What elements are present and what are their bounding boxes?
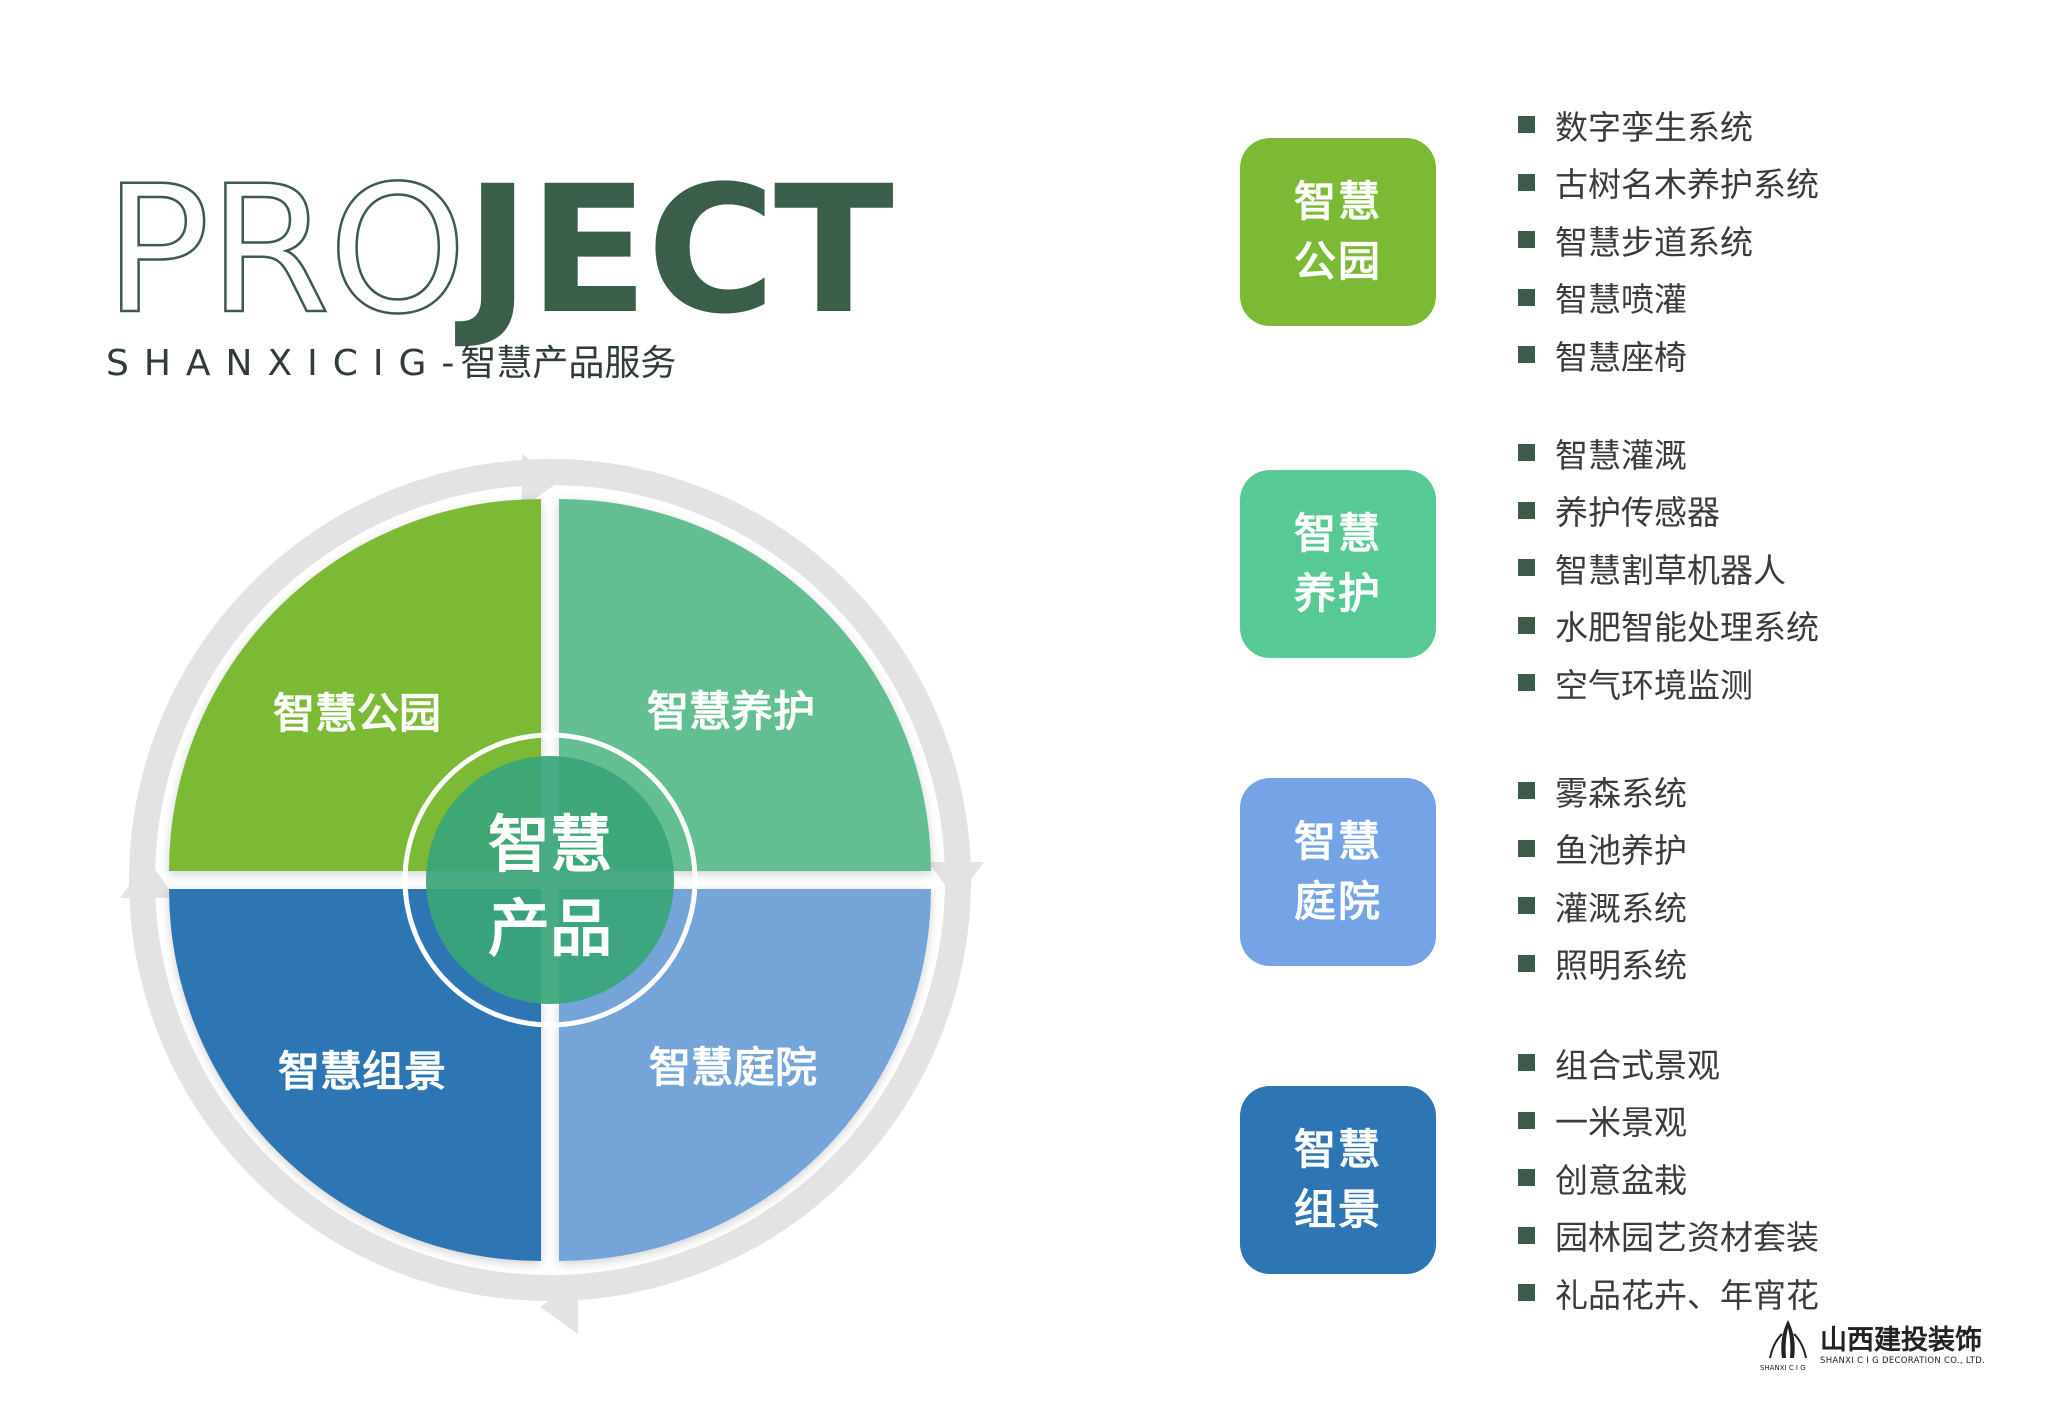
category-badge-smart-park: 智慧 公园: [1240, 138, 1436, 326]
company-logo: SHANXI C I G 山西建投装饰 SHANXI C I G DECORAT…: [1760, 1318, 1985, 1374]
logo-mark-text: SHANXI C I G: [1760, 1364, 1806, 1372]
list-item-label: 古树名木养护系统: [1555, 165, 1819, 205]
bullet-square-icon: [1518, 288, 1535, 306]
title-outline-part: PRO: [103, 148, 468, 353]
list-item-label: 组合式景观: [1555, 1045, 1720, 1085]
bullet-square-icon: [1518, 674, 1535, 692]
category-badge-smart-care: 智慧 养护: [1240, 470, 1436, 658]
list-item: 空气环境监测: [1518, 654, 1819, 712]
center-label-line1: 智慧: [488, 808, 612, 881]
list-item-label: 水肥智能处理系统: [1555, 608, 1819, 648]
list-item: 古树名木养护系统: [1518, 154, 1819, 212]
center-outer-ring: [402, 732, 698, 1028]
bullet-square-icon: [1518, 501, 1535, 519]
list-item: 一米景观: [1518, 1092, 1819, 1150]
bullet-square-icon: [1518, 954, 1535, 972]
subtitle-separator: -: [441, 343, 455, 384]
list-item: 智慧喷灌: [1518, 269, 1819, 327]
list-item-label: 智慧割草机器人: [1555, 550, 1786, 590]
ring-arrow-right: [928, 862, 984, 900]
list-item: 雾森系统: [1518, 762, 1687, 820]
project-title: PROJECT: [103, 161, 894, 340]
list-item: 水肥智能处理系统: [1518, 597, 1819, 655]
badge-line2: 组景: [1293, 1185, 1382, 1234]
list-item: 智慧灌溉: [1518, 424, 1819, 482]
badge-line1: 智慧: [1293, 509, 1382, 558]
badge-line1: 智慧: [1293, 817, 1382, 866]
bullet-square-icon: [1518, 782, 1535, 800]
logo-company-english: SHANXI C I G DECORATION CO., LTD.: [1820, 1356, 1986, 1366]
subtitle-chinese: 智慧产品服务: [460, 343, 677, 384]
bullet-square-icon: [1518, 897, 1535, 915]
list-item-label: 智慧灌溉: [1555, 435, 1687, 475]
logo-mark-icon: [1769, 1320, 1807, 1359]
quadrant-label-smart-care: 智慧养护: [647, 687, 815, 736]
list-item-label: 智慧喷灌: [1555, 280, 1687, 320]
ring-arrow-left: [120, 860, 176, 898]
bullet-square-icon: [1518, 616, 1535, 634]
list-item: 创意盆栽: [1518, 1149, 1819, 1207]
item-list-smart-combo: 组合式景观 一米景观 创意盆栽 园林园艺资材套装 礼品花卉、年宵花: [1518, 1034, 1819, 1322]
list-item: 养护传感器: [1518, 482, 1819, 540]
list-item-label: 灌溉系统: [1555, 888, 1687, 928]
badge-line2: 养护: [1293, 569, 1382, 618]
list-item-label: 照明系统: [1555, 946, 1687, 986]
list-item: 礼品花卉、年宵花: [1518, 1264, 1819, 1322]
bullet-square-icon: [1518, 444, 1535, 462]
list-item: 智慧座椅: [1518, 326, 1819, 384]
bullet-square-icon: [1518, 173, 1535, 191]
list-item-label: 创意盆栽: [1555, 1160, 1687, 1200]
bullet-square-icon: [1518, 1226, 1535, 1244]
title-solid-part: JECT: [464, 148, 894, 353]
list-item: 照明系统: [1518, 935, 1687, 993]
list-item-label: 养护传感器: [1555, 493, 1720, 533]
list-item: 灌溉系统: [1518, 877, 1687, 935]
bullet-square-icon: [1518, 839, 1535, 857]
subtitle: SHANXICIG-智慧产品服务: [106, 334, 676, 386]
center-label-line2: 产品: [488, 892, 612, 965]
bullet-square-icon: [1518, 1111, 1535, 1129]
ring-arrow-bottom: [540, 1280, 578, 1334]
category-badge-smart-combo: 智慧 组景: [1240, 1086, 1436, 1274]
list-item: 智慧步道系统: [1518, 211, 1819, 269]
bullet-square-icon: [1518, 231, 1535, 249]
badge-line1: 智慧: [1293, 177, 1382, 226]
badge-line1: 智慧: [1293, 1125, 1382, 1174]
list-item-label: 礼品花卉、年宵花: [1555, 1275, 1819, 1315]
list-item: 数字孪生系统: [1518, 96, 1819, 154]
bullet-square-icon: [1518, 1054, 1535, 1072]
list-item-label: 雾森系统: [1555, 773, 1687, 813]
list-item-label: 智慧座椅: [1555, 337, 1687, 377]
bullet-square-icon: [1518, 1169, 1535, 1187]
product-wheel-diagram: 智慧 产品 智慧公园 智慧养护 智慧庭院 智慧组景: [120, 454, 984, 1334]
center-hub: [426, 756, 674, 1004]
list-item: 园林园艺资材套装: [1518, 1207, 1819, 1265]
list-item-label: 数字孪生系统: [1555, 107, 1753, 147]
badge-line2: 公园: [1293, 237, 1382, 286]
category-badge-smart-yard: 智慧 庭院: [1240, 778, 1436, 966]
bullet-square-icon: [1518, 559, 1535, 577]
list-item-label: 鱼池养护: [1555, 831, 1687, 871]
list-item-label: 空气环境监测: [1555, 665, 1753, 705]
logo-company-name: 山西建投装饰: [1820, 1325, 1982, 1356]
ring-arrow-top: [522, 454, 560, 508]
list-item: 智慧割草机器人: [1518, 539, 1819, 597]
subtitle-latin: SHANXICIG: [106, 343, 442, 384]
quadrant-label-smart-park: 智慧公园: [273, 689, 441, 738]
bullet-square-icon: [1518, 346, 1535, 364]
quadrant-label-smart-yard: 智慧庭院: [649, 1043, 817, 1092]
quadrant-label-smart-combo: 智慧组景: [278, 1047, 446, 1096]
bullet-square-icon: [1518, 1284, 1535, 1302]
bullet-square-icon: [1518, 116, 1535, 134]
item-list-smart-care: 智慧灌溉 养护传感器 智慧割草机器人 水肥智能处理系统 空气环境监测: [1518, 424, 1819, 712]
list-item-label: 园林园艺资材套装: [1555, 1218, 1819, 1258]
list-item: 鱼池养护: [1518, 820, 1687, 878]
list-item-label: 智慧步道系统: [1555, 222, 1753, 262]
list-item: 组合式景观: [1518, 1034, 1819, 1092]
badge-line2: 庭院: [1293, 877, 1382, 926]
list-item-label: 一米景观: [1555, 1103, 1687, 1143]
item-list-smart-park: 数字孪生系统 古树名木养护系统 智慧步道系统 智慧喷灌 智慧座椅: [1518, 96, 1819, 384]
item-list-smart-yard: 雾森系统 鱼池养护 灌溉系统 照明系统: [1518, 762, 1687, 992]
